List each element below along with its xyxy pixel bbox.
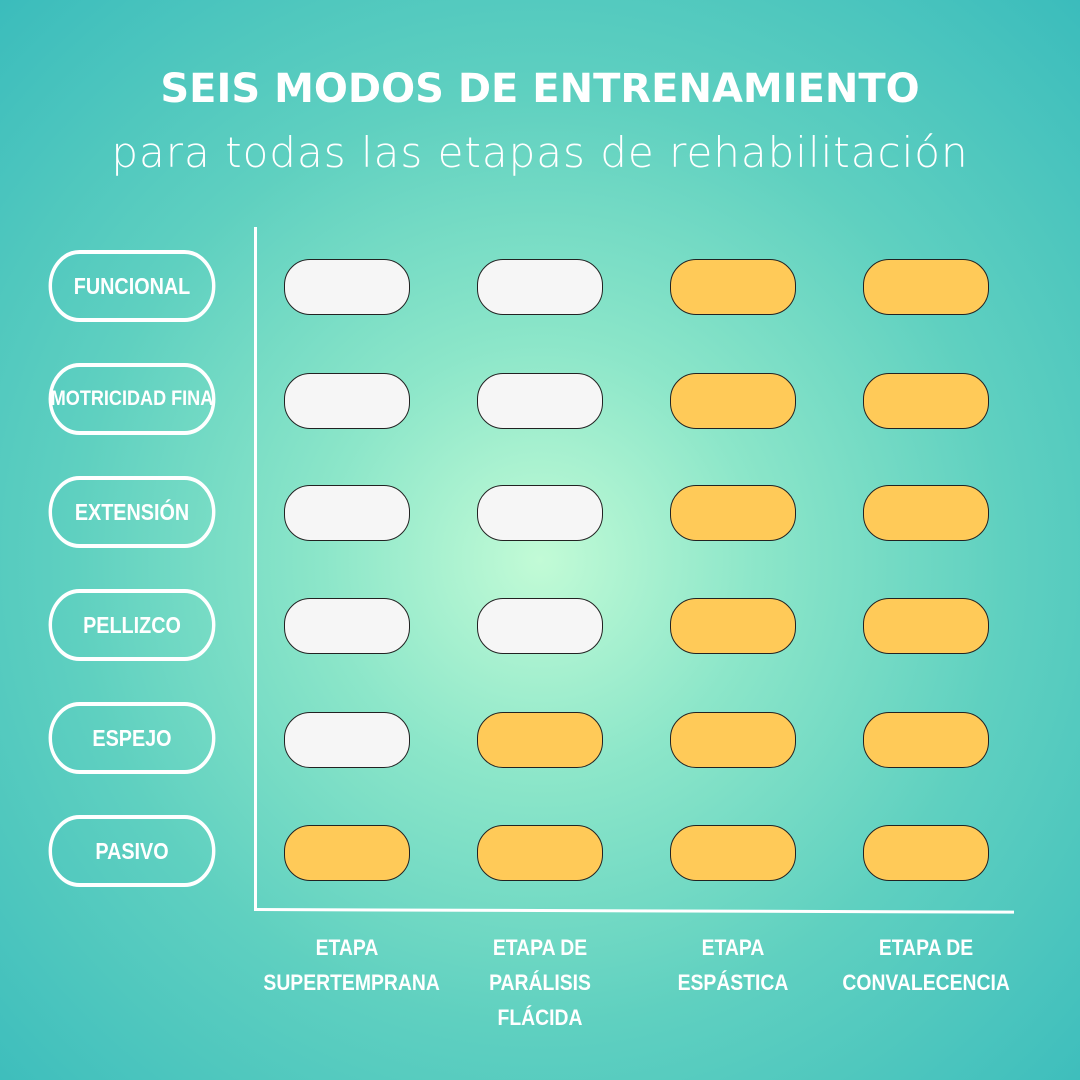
- row-label-espejo: ESPEJO: [48, 702, 216, 774]
- row-label-motricidad-fina: MOTRICIDAD FINA: [48, 363, 216, 435]
- grid-cell-active: [863, 712, 989, 768]
- grid-cell-inactive: [477, 485, 603, 541]
- column-label-line: ETAPA DE: [878, 935, 974, 960]
- grid-cell-active: [863, 598, 989, 654]
- grid-cell-inactive: [284, 485, 410, 541]
- grid-cell-active: [863, 259, 989, 315]
- grid-cell-inactive: [284, 259, 410, 315]
- grid-cell-inactive: [477, 259, 603, 315]
- row-label-pasivo: PASIVO: [48, 815, 216, 887]
- row-label-funcional: FUNCIONAL: [48, 250, 216, 322]
- column-label-line: CONVALECENCIA: [842, 970, 1010, 995]
- grid-cell-active: [477, 825, 603, 881]
- column-label-line: SUPERTEMPRANA: [263, 970, 440, 995]
- column-label-line: PARÁLISIS: [489, 970, 591, 995]
- grid-cell-active: [670, 485, 796, 541]
- column-label-line: ETAPA DE: [492, 935, 588, 960]
- row-label-extension: EXTENSIÓN: [48, 476, 216, 548]
- grid-cell-active: [863, 485, 989, 541]
- column-label-supertemprana: ETAPA SUPERTEMPRANA: [263, 930, 440, 1000]
- y-axis-line: [254, 227, 257, 911]
- grid-cell-inactive: [284, 712, 410, 768]
- column-label-line: ESPÁSTICA: [677, 970, 789, 995]
- grid-cell-active: [670, 598, 796, 654]
- row-label-pellizco: PELLIZCO: [48, 589, 216, 661]
- column-label-paralisis-flacida: ETAPA DE PARÁLISIS FLÁCIDA: [456, 930, 623, 1035]
- page-title: SEIS MODOS DE ENTRENAMIENTO: [160, 66, 920, 112]
- x-axis-line: [253, 908, 1015, 914]
- grid-cell-active: [670, 825, 796, 881]
- column-label-line: FLÁCIDA: [497, 1005, 583, 1030]
- grid-cell-active: [477, 712, 603, 768]
- grid-cell-inactive: [284, 598, 410, 654]
- grid-cell-active: [670, 259, 796, 315]
- grid-cell-active: [670, 373, 796, 429]
- grid-cell-active: [863, 373, 989, 429]
- grid-cell-active: [670, 712, 796, 768]
- grid-cell-active: [284, 825, 410, 881]
- column-label-espastica: ETAPA ESPÁSTICA: [649, 930, 816, 1000]
- column-label-line: ETAPA: [701, 935, 765, 960]
- column-label-line: ETAPA: [315, 935, 379, 960]
- grid-cell-inactive: [477, 598, 603, 654]
- column-label-convalecencia: ETAPA DE CONVALECENCIA: [842, 930, 1009, 1000]
- grid-cell-inactive: [284, 373, 410, 429]
- page-subtitle: para todas las etapas de rehabilitación: [111, 128, 969, 177]
- grid-cell-inactive: [477, 373, 603, 429]
- grid-cell-active: [863, 825, 989, 881]
